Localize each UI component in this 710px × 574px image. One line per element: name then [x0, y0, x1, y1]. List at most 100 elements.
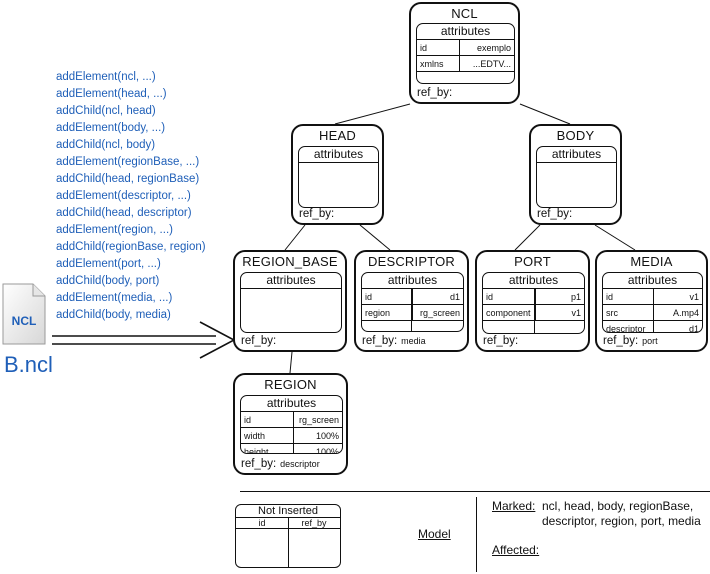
- ref-by-label: ref_by:: [241, 335, 277, 347]
- attribute-value: rg_screen: [412, 304, 463, 321]
- edge-head-descriptor: [359, 224, 391, 251]
- ref-by: ref_by:port: [603, 335, 658, 347]
- attribute-value: exemplo: [459, 40, 514, 56]
- edge-body-port: [514, 224, 541, 251]
- node-title: REGION_BASE: [242, 254, 338, 269]
- attributes-header: attributes: [483, 273, 584, 289]
- ref-by: ref_by:: [537, 208, 576, 220]
- operation-line: addChild(regionBase, region): [56, 241, 206, 253]
- ref-by-label: ref_by:: [603, 335, 639, 347]
- node-head[interactable]: HEAD attributes ref_by:: [291, 124, 384, 225]
- insert-arrow: [52, 321, 236, 359]
- edge-ncl-head: [334, 103, 411, 125]
- attributes-header: attributes: [241, 396, 342, 412]
- ncl-file-icon[interactable]: NCL: [2, 283, 46, 345]
- ref-by: ref_by:: [241, 335, 280, 347]
- attribute-key: height: [241, 443, 294, 453]
- attribute-key: id: [603, 289, 654, 305]
- file-name: B.ncl: [4, 352, 53, 377]
- not-inserted-table: Not Inserted id ref_by: [235, 504, 341, 568]
- ref-by-value: port: [642, 336, 658, 346]
- node-title: MEDIA: [630, 254, 673, 269]
- attribute-value: rg_screen: [293, 412, 342, 428]
- attribute-key: id: [483, 289, 536, 305]
- attribute-key: id: [417, 40, 460, 56]
- attributes-header: attributes: [603, 273, 702, 289]
- edge-body-media: [594, 224, 636, 251]
- operation-line: addElement(region, ...): [56, 224, 173, 236]
- ref-by: ref_by:: [483, 335, 522, 347]
- operation-line: addChild(head, regionBase): [56, 173, 200, 185]
- footer-divider: [240, 491, 710, 492]
- node-body[interactable]: BODY attributes ref_by:: [529, 124, 622, 225]
- model-label: Model: [418, 527, 451, 541]
- attribute-value: v1: [535, 304, 584, 321]
- ref-by: ref_by:descriptor: [241, 458, 320, 470]
- operation-line: addElement(port, ...): [56, 258, 161, 270]
- operation-line: addElement(head, ...): [56, 88, 167, 100]
- ref-by-value: media: [401, 336, 426, 346]
- edge-ncl-body: [519, 103, 571, 125]
- node-title: PORT: [514, 254, 551, 269]
- ref-by-label: ref_by:: [417, 87, 453, 99]
- attribute-value: d1: [653, 320, 702, 332]
- operation-line: addChild(ncl, body): [56, 139, 156, 151]
- attribute-key: region: [362, 304, 413, 321]
- node-title: DESCRIPTOR: [368, 254, 455, 269]
- attributes-header: attributes: [417, 24, 514, 40]
- attributes-table: attributes: [298, 146, 379, 208]
- operation-line: addChild(head, descriptor): [56, 207, 192, 219]
- marked-label: Marked:: [492, 499, 536, 513]
- ref-by: ref_by:media: [362, 335, 426, 347]
- operation-line: addChild(body, port): [56, 275, 160, 287]
- attribute-key: width: [241, 427, 294, 444]
- not-inserted-header-row: id ref_by: [236, 518, 340, 529]
- attributes-header: attributes: [299, 147, 378, 163]
- affected-label: Affected:: [492, 543, 540, 557]
- attributes-header: attributes: [537, 147, 616, 163]
- attribute-value: p1: [535, 289, 584, 305]
- ref-by-label: ref_by:: [241, 458, 277, 470]
- node-title: HEAD: [319, 128, 356, 143]
- attribute-value: A.mp4: [653, 304, 702, 321]
- node-region-base[interactable]: REGION_BASE attributes ref_by:: [233, 250, 347, 352]
- attribute-key: component: [483, 304, 536, 321]
- attributes-header: attributes: [241, 273, 341, 289]
- attribute-value: 100%: [293, 443, 342, 453]
- edge-regionbase-region: [289, 351, 293, 374]
- attribute-key: id: [362, 289, 413, 305]
- attributes-header: attributes: [362, 273, 463, 289]
- operation-line: addChild(ncl, head): [56, 105, 156, 117]
- operation-line: addElement(regionBase, ...): [56, 156, 200, 168]
- node-title: BODY: [556, 128, 595, 143]
- ref-by-label: ref_by:: [299, 208, 335, 220]
- attribute-key: id: [241, 412, 294, 428]
- attribute-value: ...EDTV...: [459, 55, 514, 72]
- operation-line: addElement(ncl, ...): [56, 71, 156, 83]
- ref-by-label: ref_by:: [483, 335, 519, 347]
- edge-head-regionbase: [284, 224, 306, 251]
- marked-list-line-2: descriptor, region, port, media: [542, 514, 701, 528]
- ref-by-value: descriptor: [280, 459, 320, 469]
- attribute-row: xmlns...EDTV...: [417, 55, 514, 72]
- ref-by: ref_by:: [299, 208, 338, 220]
- node-title: REGION: [264, 377, 317, 392]
- attribute-value: d1: [412, 289, 463, 305]
